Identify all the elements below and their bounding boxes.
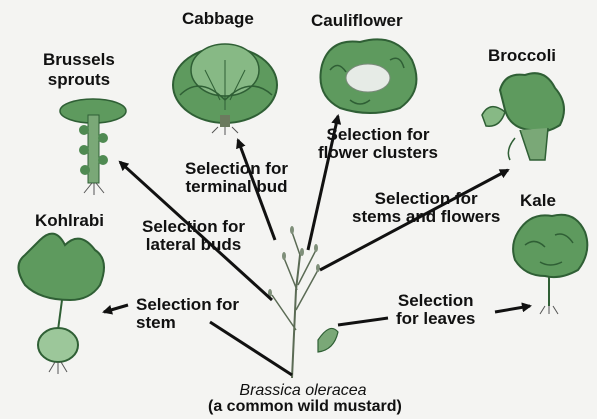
cauliflower-illustration xyxy=(320,39,416,113)
cabbage-illustration xyxy=(173,44,277,135)
cauliflower-label: Cauliflower xyxy=(311,12,403,29)
brussels-sprouts-illustration xyxy=(60,99,126,195)
selection-flower-clusters-label: Selection for flower clusters xyxy=(318,126,438,162)
broccoli-illustration xyxy=(482,73,564,160)
arrow-leaves-b xyxy=(495,306,530,312)
selection-terminal-bud-label: Selection for terminal bud xyxy=(185,160,288,196)
broccoli-label: Broccoli xyxy=(488,47,556,64)
selection-lateral-buds-label: Selection for lateral buds xyxy=(142,218,245,254)
wild-mustard-illustration xyxy=(268,226,338,378)
kale-illustration xyxy=(513,215,587,314)
brussels-sprouts-label: Brussels sprouts xyxy=(43,50,115,91)
selection-stem-label: Selection for stem xyxy=(136,296,239,332)
kohlrabi-illustration xyxy=(19,234,105,374)
ancestor-caption: Brassica oleracea (a common wild mustard… xyxy=(208,383,398,415)
ancestor-species: Brassica oleracea xyxy=(208,383,398,399)
selection-leaves-label: Selection for leaves xyxy=(396,292,475,328)
kale-label: Kale xyxy=(520,192,556,209)
cabbage-label: Cabbage xyxy=(182,10,254,27)
ancestor-common-name: (a common wild mustard) xyxy=(208,399,398,415)
arrow-leaves xyxy=(338,318,388,325)
selection-stems-flowers-label: Selection for stems and flowers xyxy=(352,190,500,226)
arrow-stem-b xyxy=(104,305,128,312)
kohlrabi-label: Kohlrabi xyxy=(35,212,104,229)
